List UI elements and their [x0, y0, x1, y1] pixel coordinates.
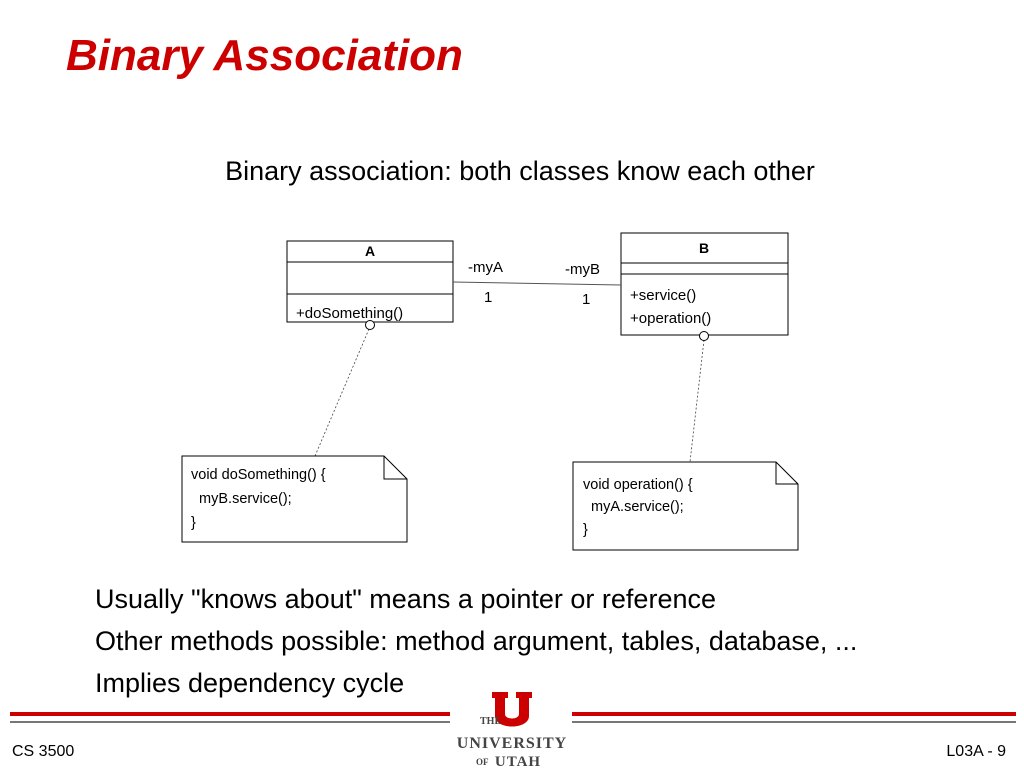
bullet-text: Other methods possible: method argument,… [95, 626, 858, 656]
role-my-a: -myA [468, 259, 503, 276]
block-u-icon [492, 692, 532, 727]
note-a-anchor [365, 320, 375, 330]
class-a-operation: +doSomething() [296, 305, 403, 322]
multiplicity-a: 1 [484, 289, 492, 306]
note-b-anchor [699, 331, 709, 341]
logo-utah: UTAH [495, 754, 541, 768]
role-my-b: -myB [565, 261, 600, 278]
multiplicity-b: 1 [582, 291, 590, 308]
note-a-line: myB.service(); [191, 491, 292, 507]
class-b: B +service() +operation() [620, 232, 789, 336]
class-a-name: A [365, 243, 375, 259]
note-b-line: void operation() { [583, 477, 693, 493]
logo-university: UNIVERSITY [457, 735, 567, 752]
association-line [452, 281, 622, 286]
note-a-connector [314, 328, 370, 457]
class-b-name: B [699, 240, 709, 256]
class-b-operation: +service() [630, 287, 696, 304]
bullet-text: Implies dependency cycle [95, 668, 405, 698]
footer-course: CS 3500 [12, 743, 75, 760]
note-b-line: myA.service(); [583, 499, 684, 515]
logo-of: OF [476, 757, 489, 767]
footer-rule-left-gray [10, 721, 450, 723]
note-a-line: } [191, 515, 196, 531]
slide-subtitle: Binary association: both classes know ea… [225, 156, 815, 186]
note-a: void doSomething() { myB.service(); } [181, 455, 408, 543]
logo-the: THE [480, 716, 501, 727]
note-b-line: } [583, 522, 588, 538]
note-b-connector [689, 339, 705, 463]
class-a: A +doSomething() [286, 240, 454, 323]
university-logo: THE UNIVERSITY OF UTAH [457, 692, 567, 768]
note-a-line: void doSomething() { [191, 467, 326, 483]
note-b: void operation() { myA.service(); } [572, 461, 799, 551]
bullet-text: Usually "knows about" means a pointer or… [95, 584, 716, 614]
slide-title: Binary Association [66, 31, 463, 80]
footer-rule-left [10, 712, 450, 716]
footer-slide-number: L03A - 9 [946, 743, 1006, 760]
class-b-operation: +operation() [630, 310, 711, 327]
footer-rule-right [572, 712, 1016, 716]
footer-rule-right-gray [572, 721, 1016, 723]
